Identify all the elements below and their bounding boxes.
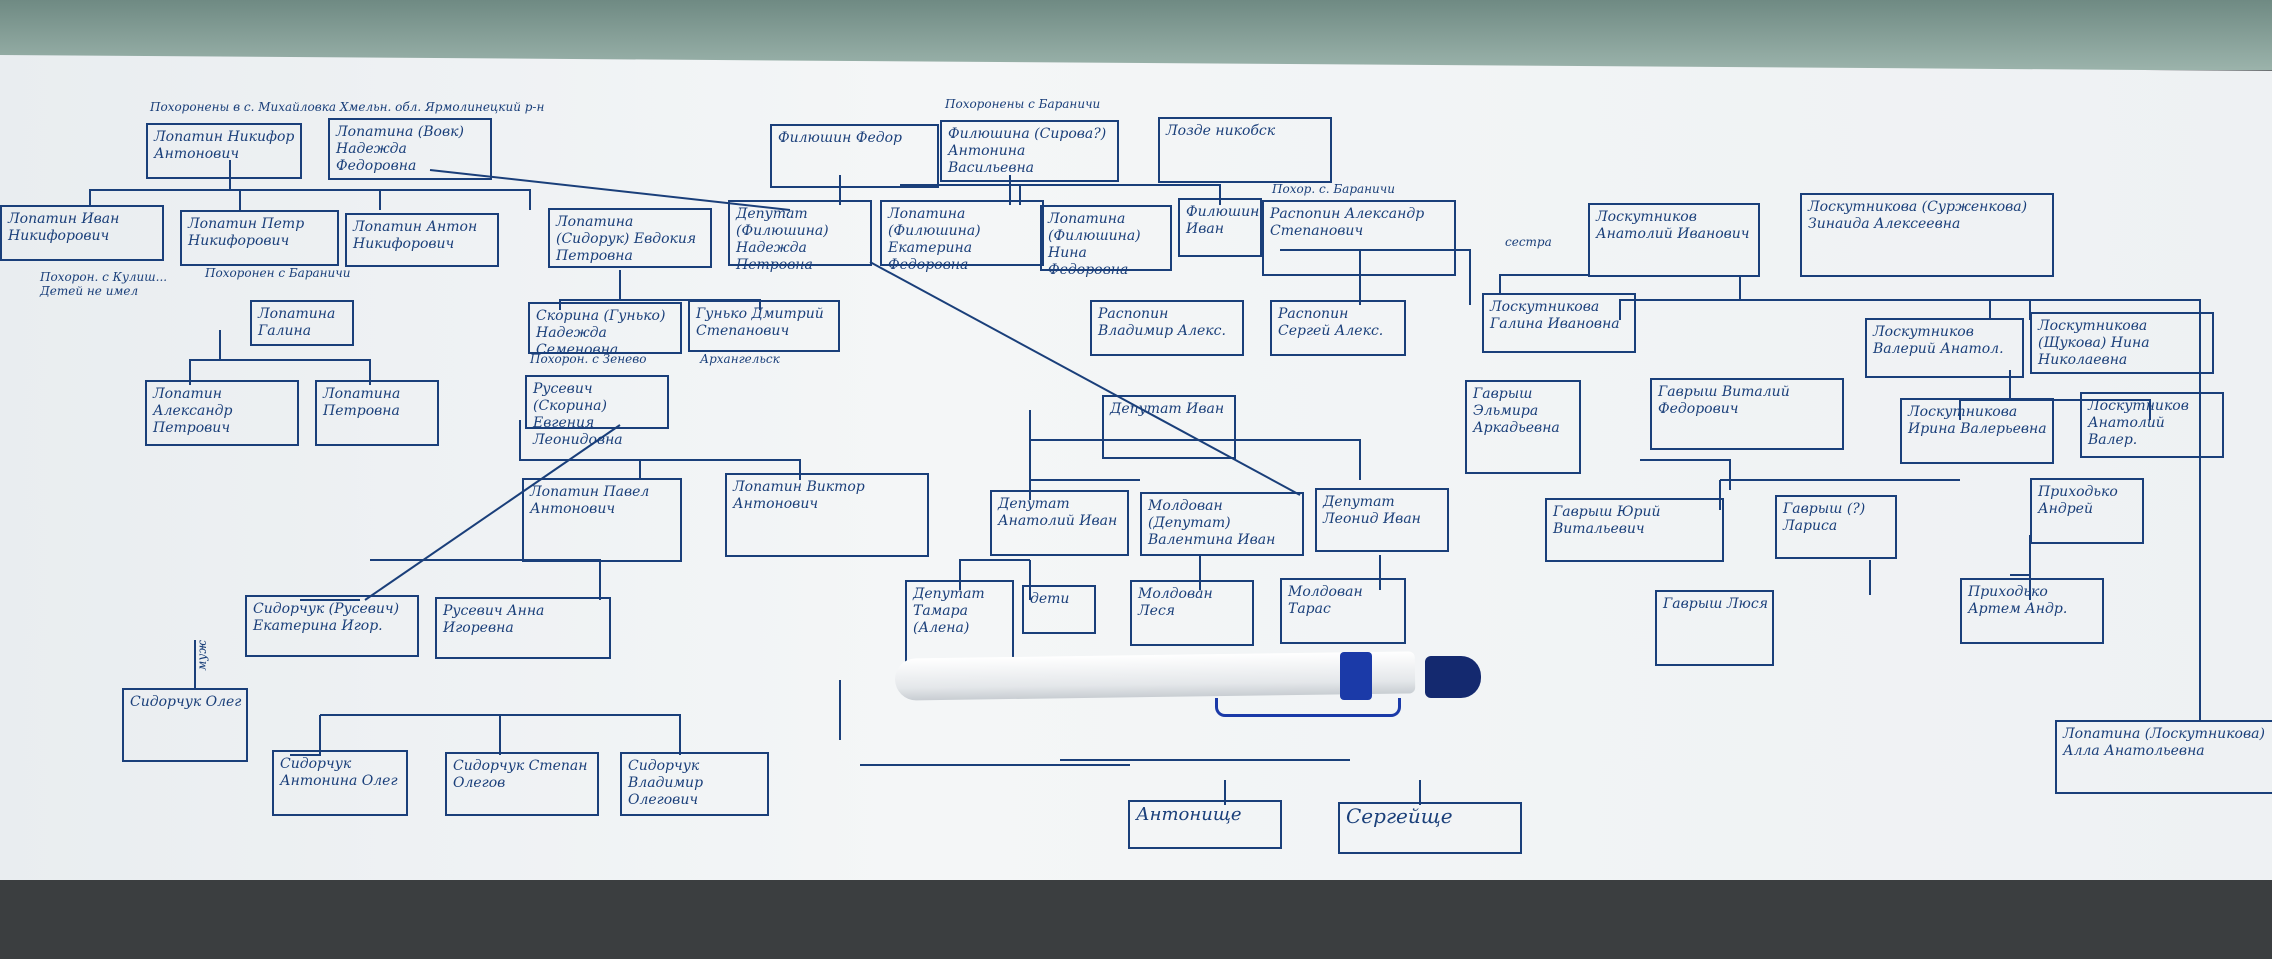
person-node: Сидорчук Владимир Олегович <box>620 752 769 816</box>
side-note: Похорон. с Зенево <box>530 352 647 366</box>
person-node: Гаврыш Юрий Витальевич <box>1545 498 1724 562</box>
person-node: Гаврыш Эльмира Аркадьевна <box>1465 380 1581 474</box>
side-note: муж <box>195 640 209 671</box>
person-node: дети <box>1022 585 1096 634</box>
person-node: Лопатина (Вовк) Надежда Федоровна <box>328 118 492 180</box>
person-node: Лопатина Петровна <box>315 380 439 446</box>
person-node: Депутат Анатолий Иван <box>990 490 1129 556</box>
person-node: Распопин Сергей Алекс. <box>1270 300 1406 356</box>
person-node: Распопин Александр Степанович <box>1262 200 1456 276</box>
place-node: Сергейще <box>1338 802 1522 854</box>
person-node: Русевич (Скорина) Евгения Леонидовна <box>525 375 669 448</box>
side-note: Похоронен с Бараничи <box>205 266 351 280</box>
person-node: Русевич Анна Игоревна <box>435 597 611 659</box>
side-note: Похорон. с Кулиш... Детей не имел <box>40 270 168 298</box>
person-node: Лопатин Виктор Антонович <box>725 473 929 557</box>
person-node: Сидорчук (Русевич) Екатерина Игор. <box>245 595 419 657</box>
burial-note-3: Похор. с. Бараничи <box>1272 182 1395 196</box>
burial-note-2: Похоронены с Бараничи <box>945 97 1101 111</box>
person-node: Молдован Леся <box>1130 580 1254 646</box>
person-node: Лопатин Павел Антонович <box>522 478 682 562</box>
person-node: Лоскутникова Ирина Валерьевна <box>1900 398 2054 464</box>
person-node: Депутат Иван <box>1102 395 1236 459</box>
person-node: Скорина (Гунько) Надежда Семеновна <box>528 302 682 358</box>
person-node: Филюшин Федор <box>770 124 939 188</box>
side-note: Архангельск <box>700 352 780 366</box>
person-node: Депутат Тамара (Алена) <box>905 580 1014 664</box>
person-node: Лоскутникова Галина Ивановна <box>1482 293 1636 353</box>
table-surface <box>0 880 2272 959</box>
person-node: Гаврыш (?) Лариса <box>1775 495 1897 559</box>
person-node: Лоскутников Анатолий Иванович <box>1588 203 1760 277</box>
person-node: Лозде никобск <box>1158 117 1332 183</box>
person-node: Филюшина (Сирова?) Антонина Васильевна <box>940 120 1119 182</box>
pen-band <box>1340 652 1372 700</box>
person-node: Сидорчук Антонина Олег <box>272 750 408 816</box>
person-node: Лопатин Никифор Антонович <box>146 123 302 179</box>
person-node: Распопин Владимир Алекс. <box>1090 300 1244 356</box>
person-node: Депутат Леонид Иван <box>1315 488 1449 552</box>
pen-cap <box>1425 656 1481 698</box>
person-node: Лопатина (Филюшина) Нина Федоровна <box>1040 205 1172 278</box>
person-node: Сидорчук Олег <box>122 688 248 762</box>
pen-body <box>894 651 1416 701</box>
burial-note-1: Похоронены в с. Михайловка Хмельн. обл. … <box>150 100 545 114</box>
person-node: Гаврыш Люся <box>1655 590 1774 666</box>
person-node: Лопатина (Сидорук) Евдокия Петровна <box>548 208 712 268</box>
pen-clip <box>1215 698 1401 717</box>
side-note: сестра <box>1505 235 1552 249</box>
person-node: Лопатина (Лоскутникова) Алла Анатольевна <box>2055 720 2272 794</box>
person-node: Филюшин Иван <box>1178 198 1262 257</box>
person-node: Лопатин Петр Никифорович <box>180 210 339 266</box>
person-node: Приходько Артем Андр. <box>1960 578 2104 644</box>
person-node: Сидорчук Степан Олегов <box>445 752 599 816</box>
person-node: Лоскутникова (Щукова) Нина Николаевна <box>2030 312 2214 374</box>
person-node: Гунько Дмитрий Степанович <box>688 300 840 352</box>
place-node: Антонище <box>1128 800 1282 849</box>
person-node: Лопатин Иван Никифорович <box>0 205 164 261</box>
person-node: Лоскутников Анатолий Валер. <box>2080 392 2224 458</box>
person-node: Депутат (Филюшина) Надежда Петровна <box>728 200 872 273</box>
person-node: Лопатина Галина <box>250 300 354 346</box>
person-node: Лопатин Александр Петрович <box>145 380 299 446</box>
person-node: Лоскутников Валерий Анатол. <box>1865 318 2024 378</box>
person-node: Молдован (Депутат) Валентина Иван <box>1140 492 1304 556</box>
person-node: Гаврыш Виталий Федорович <box>1650 378 1844 450</box>
person-node: Лоскутникова (Сурженкова) Зинаида Алексе… <box>1800 193 2054 277</box>
person-node: Лопатина (Филюшина) Екатерина Федоровна <box>880 200 1044 273</box>
person-node: Лопатин Антон Никифорович <box>345 213 499 267</box>
person-node: Молдован Тарас <box>1280 578 1406 644</box>
person-node: Приходько Андрей <box>2030 478 2144 544</box>
